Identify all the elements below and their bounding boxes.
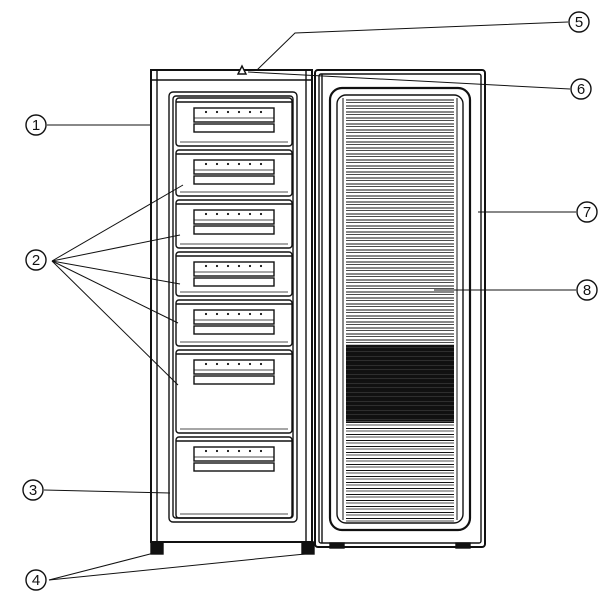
- drawer: [175, 349, 293, 434]
- svg-text:6: 6: [577, 81, 585, 98]
- svg-text:2: 2: [32, 252, 40, 269]
- svg-text:7: 7: [583, 204, 591, 221]
- svg-text:3: 3: [29, 482, 37, 499]
- feet: [150, 541, 315, 555]
- callout-4: 4: [25, 569, 47, 591]
- callout-6: 6: [570, 78, 592, 100]
- drawer: [175, 97, 293, 147]
- door-liner-grid: [342, 98, 458, 522]
- svg-text:1: 1: [32, 117, 40, 134]
- callout-1: 1: [25, 114, 47, 136]
- drawer: [175, 199, 293, 249]
- callout-8: 8: [576, 279, 598, 301]
- svg-text:8: 8: [583, 282, 591, 299]
- svg-text:4: 4: [32, 572, 40, 589]
- callout-2: 2: [25, 249, 47, 271]
- leader-lines: [43, 21, 576, 581]
- drawer: [175, 436, 293, 519]
- svg-text:5: 5: [575, 14, 583, 31]
- drawer: [175, 251, 293, 297]
- door: [314, 69, 486, 549]
- callout-7: 7: [576, 201, 598, 223]
- drawer: [175, 299, 293, 347]
- callout-5: 5: [568, 11, 590, 33]
- callout-3: 3: [22, 479, 44, 501]
- drawer-stack: [175, 97, 293, 519]
- drawer: [175, 149, 293, 197]
